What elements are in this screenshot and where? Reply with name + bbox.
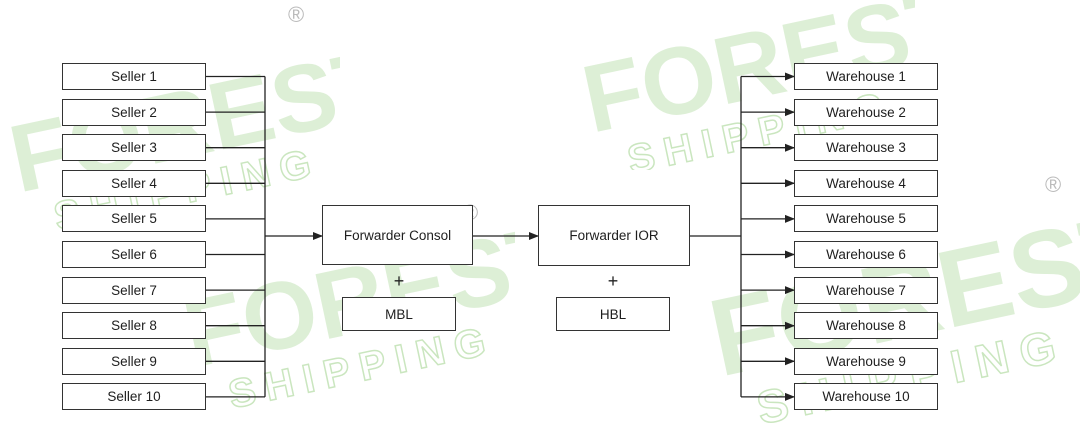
hbl-box: HBL bbox=[556, 297, 670, 331]
warehouse-box: Warehouse 10 bbox=[794, 383, 938, 411]
seller-box: Seller 5 bbox=[62, 205, 206, 233]
warehouse-label: Warehouse 4 bbox=[826, 175, 906, 191]
warehouse-label: Warehouse 7 bbox=[826, 282, 906, 298]
warehouse-box: Warehouse 1 bbox=[794, 63, 938, 90]
seller-label: Seller 9 bbox=[111, 353, 157, 369]
warehouse-label: Warehouse 6 bbox=[826, 247, 906, 262]
mbl-label: MBL bbox=[385, 306, 413, 322]
seller-label: Seller 1 bbox=[111, 69, 157, 84]
seller-label: Seller 4 bbox=[111, 175, 157, 191]
warehouse-label: Warehouse 8 bbox=[826, 318, 906, 334]
seller-label: Seller 2 bbox=[111, 104, 157, 120]
seller-label: Seller 3 bbox=[111, 140, 157, 156]
warehouse-box: Warehouse 2 bbox=[794, 98, 938, 126]
warehouse-box: Warehouse 4 bbox=[794, 169, 938, 197]
warehouse-box: Warehouse 9 bbox=[794, 347, 938, 375]
warehouse-label: Warehouse 9 bbox=[826, 353, 906, 369]
seller-label: Seller 7 bbox=[111, 282, 157, 298]
warehouse-label: Warehouse 5 bbox=[826, 211, 906, 227]
warehouse-box: Warehouse 8 bbox=[794, 312, 938, 340]
plus-sign-left: + bbox=[393, 271, 405, 291]
seller-box: Seller 1 bbox=[62, 63, 206, 90]
seller-box: Seller 7 bbox=[62, 276, 206, 304]
seller-label: Seller 6 bbox=[111, 247, 157, 262]
warehouse-box: Warehouse 3 bbox=[794, 134, 938, 162]
seller-box: Seller 10 bbox=[62, 383, 206, 411]
warehouse-label: Warehouse 1 bbox=[826, 69, 906, 84]
hbl-label: HBL bbox=[599, 306, 627, 322]
seller-box: Seller 6 bbox=[62, 241, 206, 268]
forwarder-ior-box: Forwarder IOR bbox=[538, 205, 690, 266]
seller-box: Seller 2 bbox=[62, 98, 206, 126]
warehouse-box: Warehouse 7 bbox=[794, 276, 938, 304]
seller-box: Seller 4 bbox=[62, 169, 206, 197]
seller-box: Seller 8 bbox=[62, 312, 206, 340]
seller-label: Seller 10 bbox=[107, 389, 161, 405]
forwarder-consol-box: Forwarder Consol bbox=[322, 205, 473, 265]
warehouse-label: Warehouse 3 bbox=[826, 140, 906, 156]
warehouse-label: Warehouse 2 bbox=[826, 104, 906, 120]
seller-label: Seller 5 bbox=[111, 211, 157, 227]
seller-box: Seller 9 bbox=[62, 347, 206, 375]
forwarder-ior-label: Forwarder IOR bbox=[569, 228, 659, 243]
mbl-box: MBL bbox=[342, 297, 456, 331]
forwarder-consol-label: Forwarder Consol bbox=[343, 227, 452, 243]
warehouse-box: Warehouse 6 bbox=[794, 241, 938, 268]
warehouse-box: Warehouse 5 bbox=[794, 205, 938, 233]
warehouse-label: Warehouse 10 bbox=[822, 389, 910, 405]
plus-sign-right: + bbox=[607, 271, 619, 291]
seller-label: Seller 8 bbox=[111, 318, 157, 334]
seller-box: Seller 3 bbox=[62, 134, 206, 162]
